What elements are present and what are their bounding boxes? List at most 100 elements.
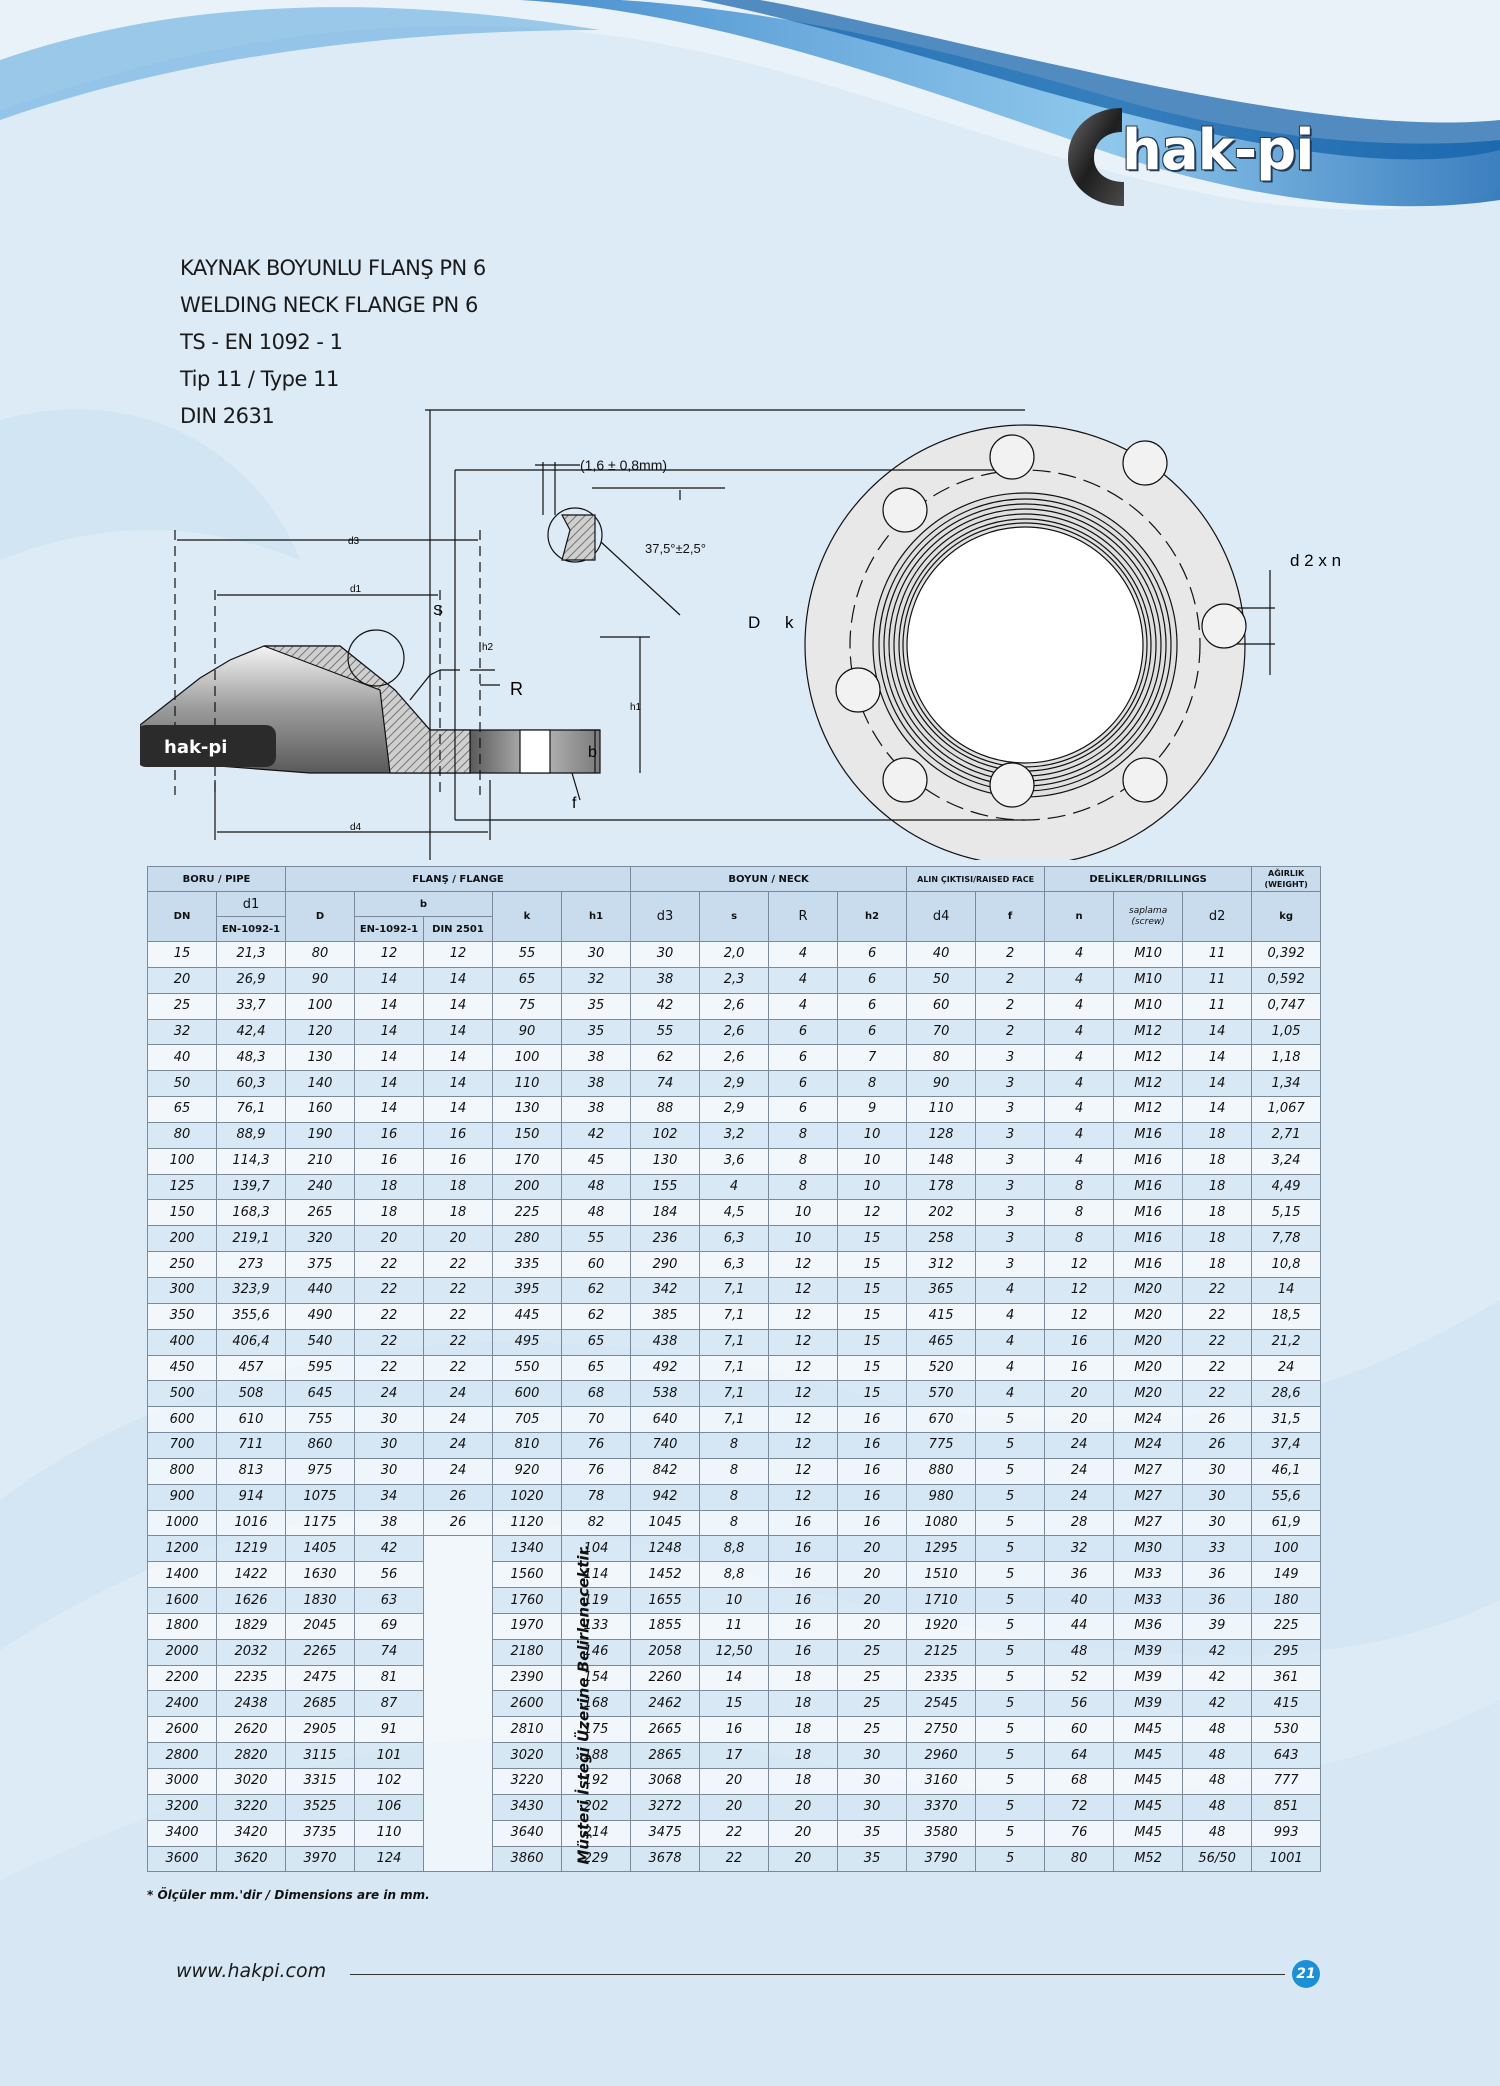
table-cell: 190 xyxy=(285,1121,355,1149)
table-cell: 14 xyxy=(423,966,493,994)
table-cell: 8 xyxy=(837,1070,908,1098)
front-view xyxy=(425,409,1275,860)
table-cell: 4 xyxy=(768,966,839,994)
table-cell: 3620 xyxy=(216,1845,286,1873)
table-cell: 2260 xyxy=(630,1664,701,1692)
table-cell: 2438 xyxy=(216,1690,286,1718)
table-cell: 48 xyxy=(1182,1768,1253,1795)
table-cell: 6 xyxy=(837,941,908,968)
col-f: f xyxy=(975,891,1046,942)
table-cell: 323,9 xyxy=(216,1276,286,1304)
table-cell: 114 xyxy=(560,1561,632,1589)
weld-detail xyxy=(535,462,725,616)
table-cell: 2,3 xyxy=(699,966,770,994)
table-cell: 24 xyxy=(1044,1483,1115,1511)
table-cell: 980 xyxy=(906,1483,977,1511)
table-cell: 1630 xyxy=(285,1561,355,1589)
table-cell: 68 xyxy=(560,1380,632,1408)
table-cell: 2390 xyxy=(492,1664,562,1692)
table-cell: 80 xyxy=(147,1121,217,1149)
table-cell: 7,1 xyxy=(699,1302,770,1330)
table-cell: 22 xyxy=(423,1276,493,1304)
table-cell: 3580 xyxy=(906,1819,977,1847)
table-cell: 200 xyxy=(492,1173,562,1201)
table-cell: 35 xyxy=(837,1845,908,1873)
table-cell: 2180 xyxy=(492,1638,562,1666)
table-cell: 87 xyxy=(354,1690,424,1718)
table-cell: 16 xyxy=(768,1612,839,1640)
group-raised-face: ALIN ÇIKTISI/RAISED FACE xyxy=(906,866,1046,892)
table-cell: 8 xyxy=(1044,1173,1115,1201)
table-cell: 12 xyxy=(1044,1302,1115,1330)
table-cell: 640 xyxy=(630,1406,701,1434)
table-cell: 65 xyxy=(560,1354,632,1382)
table-cell: 42,4 xyxy=(216,1018,286,1046)
table-cell: 30 xyxy=(354,1406,424,1434)
table-cell: 1200 xyxy=(147,1535,217,1563)
table-cell: 150 xyxy=(492,1121,562,1149)
table-cell: 2685 xyxy=(285,1690,355,1718)
table-cell: 80 xyxy=(1044,1845,1115,1873)
table-cell: 61,9 xyxy=(1251,1509,1322,1537)
col-d1: d1 xyxy=(216,891,286,917)
table-cell: 10 xyxy=(837,1173,908,1201)
table-cell: 120 xyxy=(285,1018,355,1046)
table-cell: 1000 xyxy=(147,1509,217,1537)
din-note-cell: Müşteri İsteği Üzerine Belirlenecektir. xyxy=(423,1535,593,1873)
table-cell: 4 xyxy=(768,941,839,968)
tolerance-label: (1,6 ± 0,8mm) xyxy=(580,457,667,473)
table-cell: 1175 xyxy=(285,1509,355,1537)
table-cell: 3272 xyxy=(630,1793,701,1821)
table-cell: 5 xyxy=(975,1509,1046,1537)
table-cell: 851 xyxy=(1251,1793,1322,1821)
table-cell: 385 xyxy=(630,1302,701,1330)
title-type: Tip 11 / Type 11 xyxy=(180,367,339,391)
table-cell: 3970 xyxy=(285,1845,355,1873)
table-cell: 15 xyxy=(837,1225,908,1253)
table-cell: 20 xyxy=(354,1225,424,1253)
table-cell: 24 xyxy=(423,1406,493,1434)
table-cell: 20 xyxy=(1044,1380,1115,1408)
table-cell: 6 xyxy=(837,966,908,994)
table-cell: 18 xyxy=(1182,1199,1253,1227)
table-cell: 33 xyxy=(1182,1535,1253,1563)
title-standard: TS - EN 1092 - 1 xyxy=(180,330,343,354)
section-view xyxy=(140,530,650,840)
table-cell: 26 xyxy=(1182,1406,1253,1434)
table-cell: 1295 xyxy=(906,1535,977,1563)
website-link[interactable]: www.hakpi.com xyxy=(176,1960,327,1982)
table-cell: 1920 xyxy=(906,1612,977,1640)
din-note: Müşteri İsteği Üzerine Belirlenecektir. xyxy=(574,1544,593,1865)
table-cell: 1,05 xyxy=(1251,1018,1322,1046)
table-cell: 2 xyxy=(975,941,1046,968)
table-cell: 200 xyxy=(147,1225,217,1253)
table-cell: 5 xyxy=(975,1612,1046,1640)
table-cell: M45 xyxy=(1113,1716,1184,1744)
table-cell: 600 xyxy=(147,1406,217,1434)
table-cell: 3 xyxy=(975,1147,1046,1175)
table-cell: 2905 xyxy=(285,1716,355,1744)
table-cell: M16 xyxy=(1113,1251,1184,1278)
table-cell: 64 xyxy=(1044,1742,1115,1769)
table-cell: 14 xyxy=(354,1044,424,1072)
table-cell: M10 xyxy=(1113,966,1184,994)
table-cell: 100 xyxy=(492,1044,562,1072)
table-cell: 12 xyxy=(768,1251,839,1278)
table-cell: 540 xyxy=(285,1328,355,1356)
table-cell: 1710 xyxy=(906,1587,977,1614)
table-cell: 10 xyxy=(699,1587,770,1614)
table-cell: 3790 xyxy=(906,1845,977,1873)
table-cell: 17 xyxy=(699,1742,770,1769)
table-cell: 42 xyxy=(630,992,701,1020)
table-cell: 2235 xyxy=(216,1664,286,1692)
table-cell: M24 xyxy=(1113,1406,1184,1434)
table-cell: 18,5 xyxy=(1251,1302,1322,1330)
table-cell: 4 xyxy=(1044,1044,1115,1072)
table-cell: 28,6 xyxy=(1251,1380,1322,1408)
